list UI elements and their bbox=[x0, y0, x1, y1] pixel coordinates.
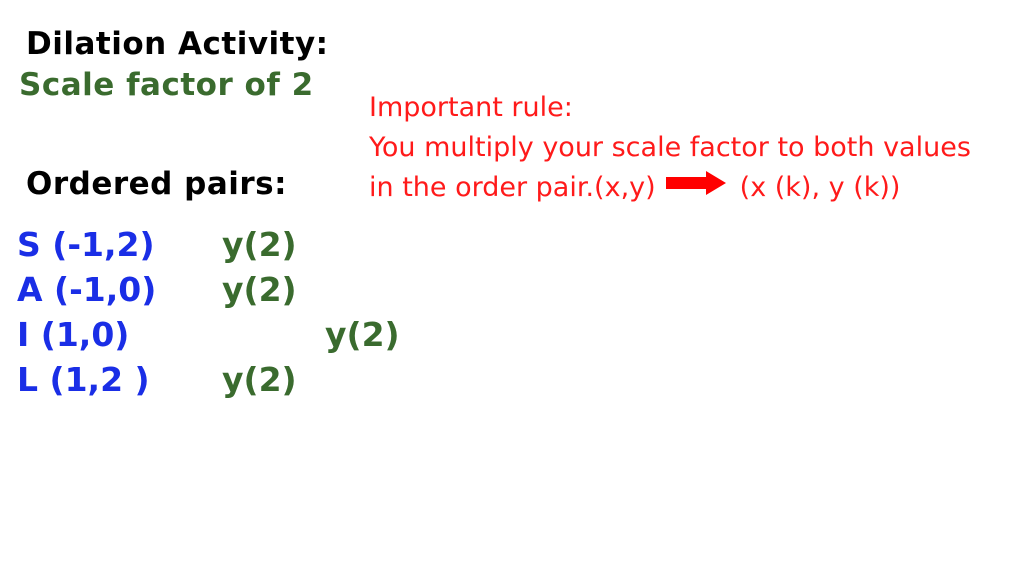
rule-line-2-before: in the order pair.(x,y) bbox=[369, 172, 656, 203]
point-label: I (1,0) bbox=[17, 315, 130, 354]
important-rule-note: Important rule: You multiply your scale … bbox=[369, 88, 971, 208]
point-label: L (1,2 ) bbox=[17, 360, 150, 399]
slide-title: Dilation Activity: bbox=[26, 26, 329, 62]
multiplier-label: y(2) bbox=[222, 360, 297, 399]
ordered-pairs-label: Ordered pairs: bbox=[26, 166, 288, 202]
multiplier-label: y(2) bbox=[222, 270, 297, 309]
point-label: S (-1,2) bbox=[17, 225, 155, 264]
rule-line-1: You multiply your scale factor to both v… bbox=[369, 132, 971, 163]
multiplier-label: y(2) bbox=[222, 225, 297, 264]
multiplier-label: y(2) bbox=[325, 315, 400, 354]
rule-line-2-after: (x (k), y (k)) bbox=[739, 172, 901, 203]
right-arrow-icon bbox=[665, 167, 726, 207]
rule-line-2: in the order pair.(x,y) (x (k), y (k)) bbox=[369, 168, 971, 208]
point-label: A (-1,0) bbox=[17, 270, 157, 309]
slide-subtitle: Scale factor of 2 bbox=[19, 67, 314, 103]
rule-heading: Important rule: bbox=[369, 92, 573, 123]
